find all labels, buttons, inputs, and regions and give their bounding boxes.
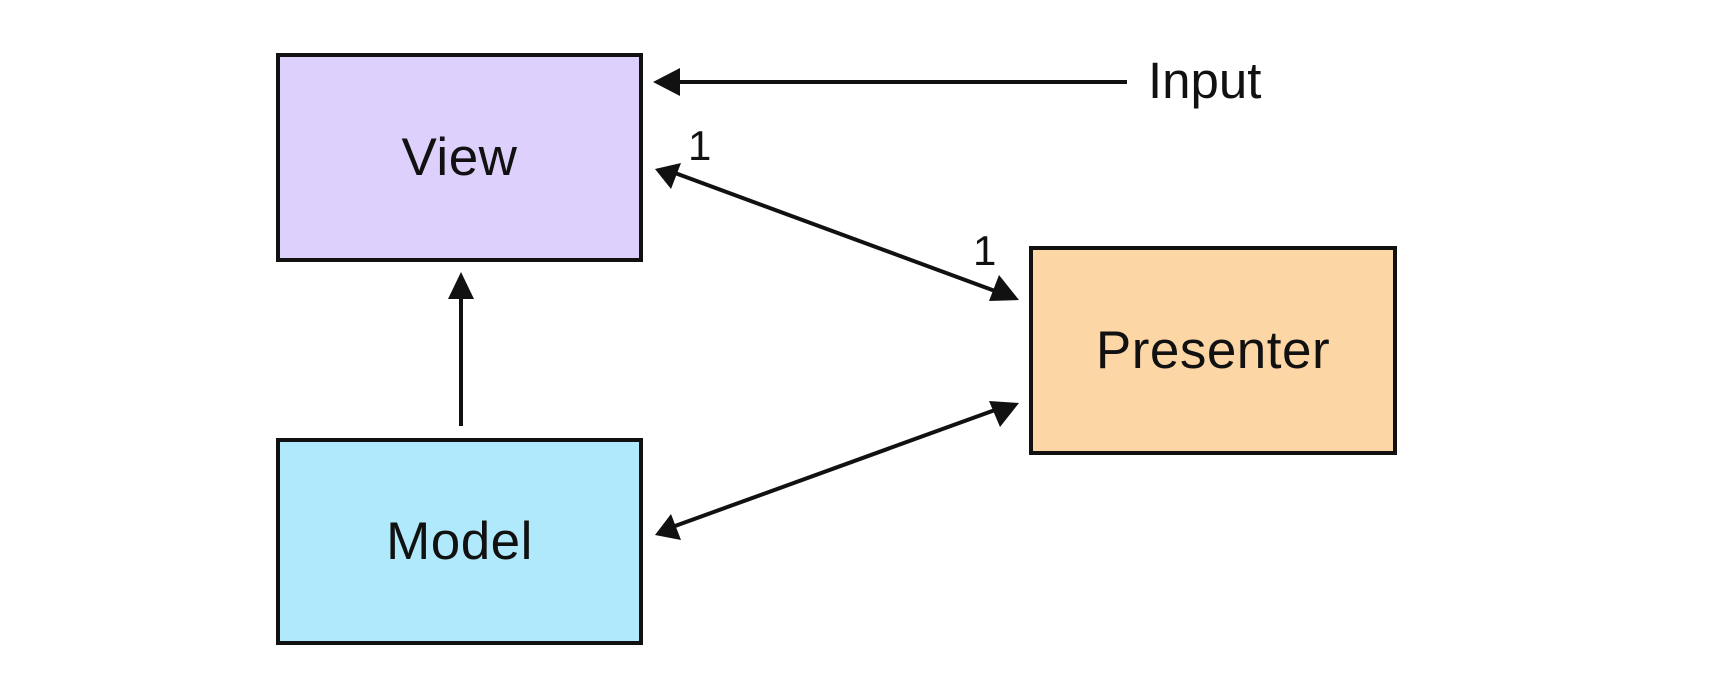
input-label: Input [1148,52,1262,109]
view-label: View [401,128,518,187]
view-presenter-arrow [655,163,1019,301]
model-presenter-arrow [655,401,1019,540]
model-box: Model [276,438,643,645]
presenter-box: Presenter [1029,246,1397,455]
model-label: Model [386,512,533,571]
model-to-view-arrow [448,272,474,426]
view-multiplicity-label: 1 [688,122,712,169]
presenter-label: Presenter [1095,321,1331,380]
presenter-multiplicity-label: 1 [973,227,997,274]
input-to-view-arrow [653,68,1127,96]
view-box: View [276,53,643,262]
